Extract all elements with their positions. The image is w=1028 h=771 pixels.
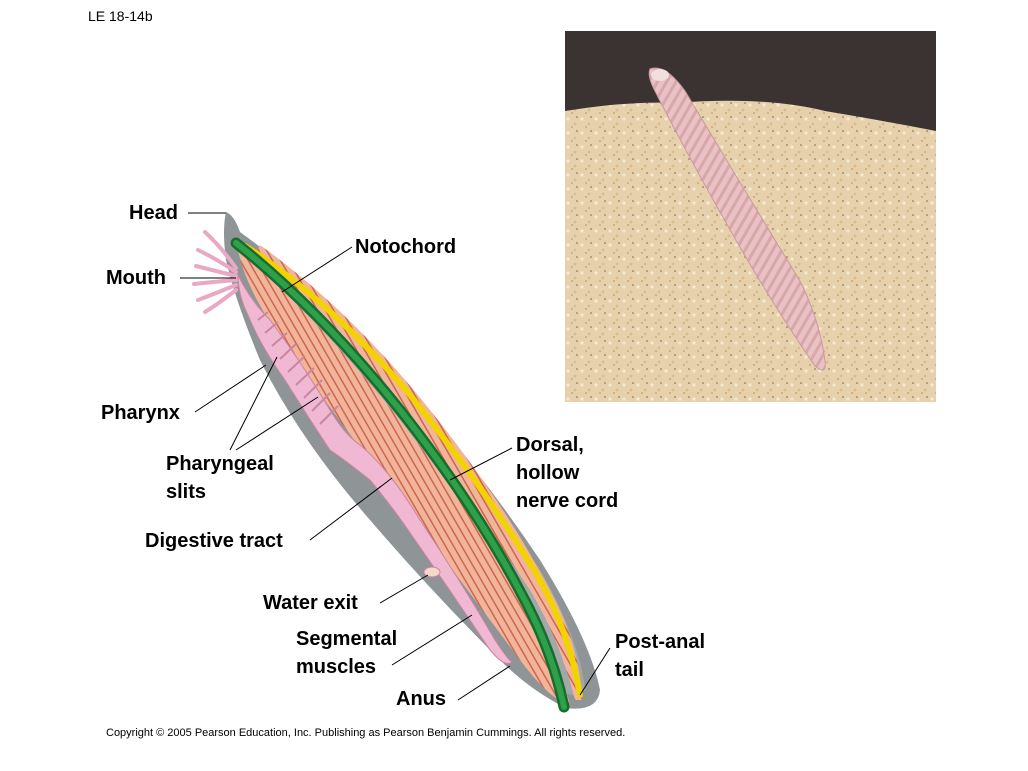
lancelet-photo <box>565 31 936 402</box>
nerve-cord <box>242 243 583 698</box>
label-anus: Anus <box>396 688 446 710</box>
pharyngeal-slits <box>257 311 339 425</box>
label-segmental-muscles: Segmental muscles <box>296 628 398 678</box>
label-pharyngeal-slits: Pharyngeal slits <box>166 453 274 503</box>
segmental-muscles <box>238 250 570 705</box>
lancelet-body <box>648 67 826 371</box>
copyright-notice: Copyright © 2005 Pearson Education, Inc.… <box>106 727 626 739</box>
label-post-anal-tail: Post-anal tail <box>615 631 706 681</box>
label-head: Head <box>129 202 178 224</box>
label-notochord: Notochord <box>355 236 457 258</box>
water-exit <box>423 566 441 578</box>
label-mouth: Mouth <box>106 267 166 289</box>
label-water-exit: Water exit <box>263 592 358 614</box>
label-digestive-tract: Digestive tract <box>145 530 283 552</box>
label-dorsal-nerve-cord: Dorsal, hollow nerve cord <box>516 434 619 512</box>
label-pharynx: Pharynx <box>101 402 180 424</box>
mouth-cirri <box>192 230 238 314</box>
figure-label: LE 18-14b <box>88 8 153 24</box>
